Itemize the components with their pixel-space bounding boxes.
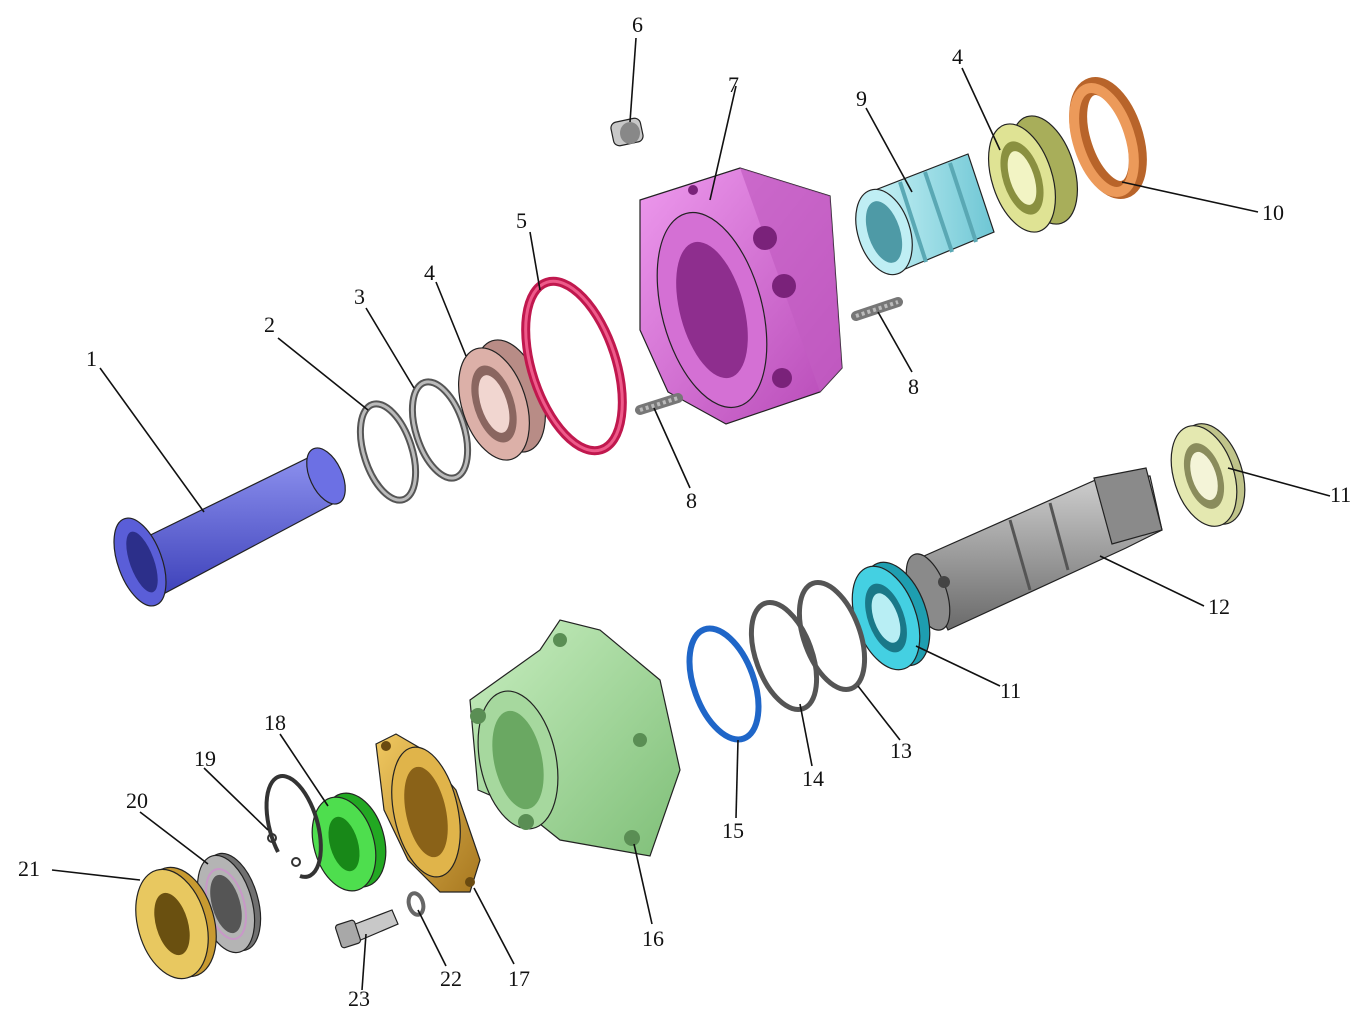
part-14-ring: [748, 600, 820, 712]
part-11-bearing-left: [851, 561, 931, 671]
part-10-lock-nut: [1069, 77, 1147, 199]
part-16-cover: [469, 619, 681, 857]
label-15: 15: [722, 818, 744, 843]
label-2: 2: [264, 312, 275, 337]
part-13-ring: [796, 580, 868, 692]
part-3-ring: [408, 378, 472, 482]
label-4a: 4: [424, 260, 435, 285]
part-21-washer: [135, 866, 217, 980]
label-22: 22: [440, 966, 462, 991]
part-22-lock-washer: [406, 891, 426, 917]
label-4b: 4: [952, 44, 963, 69]
label-13: 13: [890, 738, 912, 763]
part-4-bearing-left: [458, 339, 546, 461]
label-11a: 11: [1330, 482, 1351, 507]
label-20: 20: [126, 788, 148, 813]
label-23: 23: [348, 986, 370, 1011]
part-1-sleeve: [113, 447, 346, 607]
part-9-grooved-sleeve: [855, 153, 995, 276]
part-18-seal: [311, 792, 387, 892]
label-14: 14: [802, 766, 824, 791]
leader-lines: [51, 37, 1331, 991]
label-16: 16: [642, 926, 664, 951]
label-6: 6: [632, 12, 643, 37]
label-1: 1: [86, 346, 97, 371]
part-4-bearing-right: [988, 115, 1078, 233]
label-21: 21: [18, 856, 40, 881]
part-2-ring: [356, 400, 420, 504]
label-7: 7: [728, 72, 739, 97]
label-11b: 11: [1000, 678, 1021, 703]
label-9: 9: [856, 86, 867, 111]
part-5-oring: [521, 276, 627, 456]
label-12: 12: [1208, 594, 1230, 619]
label-8b: 8: [908, 374, 919, 399]
part-8-screw-right: [851, 297, 903, 321]
label-10: 10: [1262, 200, 1284, 225]
part-17-flange: [375, 733, 481, 893]
part-19-circlip: [264, 774, 323, 879]
label-17: 17: [508, 966, 530, 991]
label-3: 3: [354, 284, 365, 309]
part-6-plug: [610, 117, 644, 147]
part-11-bearing-right: [1170, 423, 1246, 527]
part-15-seal: [686, 625, 762, 743]
part-23-bolt: [334, 909, 399, 949]
part-labels: 1 2 3 4 5 6 7 8 8 9 4 10 11 12 11 13 14 …: [18, 12, 1351, 1011]
part-12-shaft: [905, 467, 1163, 631]
part-7-housing: [639, 167, 843, 425]
label-5: 5: [516, 208, 527, 233]
part-8-screw-left: [635, 393, 683, 415]
label-19: 19: [194, 746, 216, 771]
label-18: 18: [264, 710, 286, 735]
label-8a: 8: [686, 488, 697, 513]
